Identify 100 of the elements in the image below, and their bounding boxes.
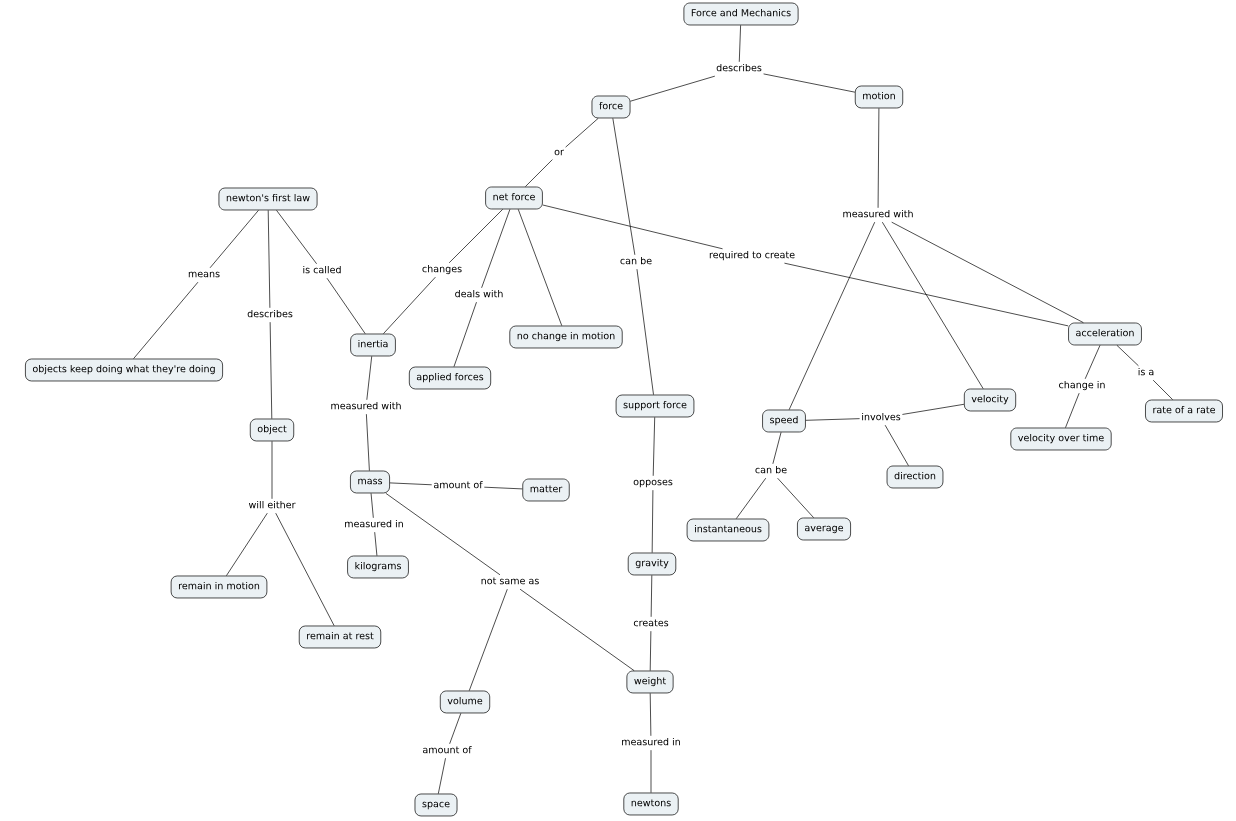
connector-line <box>519 588 635 671</box>
concept-box: gravity <box>627 552 677 576</box>
connector-line <box>468 588 508 691</box>
linking-phrase: not same as <box>479 575 541 589</box>
connector-line <box>630 75 716 102</box>
concept-box: acceleration <box>1068 322 1142 346</box>
connector-line <box>1065 392 1080 428</box>
connector-line <box>784 262 1069 327</box>
concept-box: no change in motion <box>509 325 623 349</box>
concept-box: average <box>797 517 851 541</box>
connector-line <box>276 210 317 265</box>
connector-line <box>448 209 503 264</box>
connector-line <box>271 441 273 500</box>
linking-phrase: describes <box>714 62 764 76</box>
concept-box: velocity over time <box>1010 427 1112 451</box>
concept-box: direction <box>886 465 944 489</box>
connector-line <box>788 221 876 410</box>
connector-line <box>612 118 636 256</box>
linking-phrase: involves <box>859 411 903 425</box>
concept-box: speed <box>762 409 806 433</box>
connector-line <box>777 477 814 518</box>
connector-line <box>877 108 880 209</box>
linking-phrase: amount of <box>431 479 485 493</box>
connector-line <box>525 159 553 187</box>
concept-box: applied forces <box>408 366 492 390</box>
connector-line <box>483 486 523 490</box>
connector-line <box>366 356 373 401</box>
connector-line <box>366 413 370 471</box>
connector-line <box>891 221 1084 323</box>
connector-line <box>1116 345 1139 367</box>
concept-box: remain at rest <box>298 625 382 649</box>
concept-box: newtons <box>623 792 679 816</box>
connector-line <box>383 276 436 334</box>
connector-line <box>772 432 782 465</box>
connector-line <box>763 73 856 93</box>
concept-box: force <box>591 95 631 119</box>
connector-line <box>738 25 741 63</box>
linking-phrase: will either <box>247 499 297 513</box>
connector-line <box>649 630 652 671</box>
connector-line <box>517 209 563 326</box>
connector-line <box>449 713 462 745</box>
linking-phrase: deals with <box>453 288 505 302</box>
linking-phrase: changes <box>420 263 464 277</box>
connector-line <box>902 403 965 415</box>
linking-phrase: measured with <box>328 400 404 414</box>
linking-phrase: creates <box>631 617 671 631</box>
linking-phrase: is a <box>1136 366 1156 380</box>
connector-line <box>269 321 273 419</box>
connector-line <box>437 757 446 794</box>
linking-phrase: describes <box>245 308 295 322</box>
linking-phrase: means <box>186 268 222 282</box>
connector-line <box>651 489 654 553</box>
concept-box: weight <box>626 670 674 694</box>
connector-line <box>1084 345 1101 380</box>
linking-phrase: change in <box>1057 379 1107 393</box>
concept-box: instantaneous <box>686 518 770 542</box>
concept-box: velocity <box>963 388 1017 412</box>
linking-phrase: measured with <box>840 208 916 222</box>
linking-phrase: can be <box>618 255 654 269</box>
connector-line <box>209 210 259 269</box>
concept-box: support force <box>615 394 695 418</box>
concept-box: objects keep doing what they're doing <box>25 358 223 382</box>
concept-box: inertia <box>350 333 396 357</box>
linking-phrase: required to create <box>707 249 797 263</box>
linking-phrase: can be <box>753 464 789 478</box>
concept-box: object <box>249 418 295 442</box>
linking-phrase: amount of <box>420 744 474 758</box>
concept-box: rate of a rate <box>1145 399 1223 423</box>
connector-line <box>370 493 374 519</box>
connector-line <box>326 277 366 334</box>
connector-line <box>226 512 268 576</box>
connector-line <box>267 210 271 309</box>
concept-box: motion <box>854 85 904 109</box>
concept-box: kilograms <box>347 555 409 579</box>
connector-line <box>650 749 652 793</box>
linking-phrase: is called <box>300 264 344 278</box>
connector-line <box>389 482 433 486</box>
linking-phrase: opposes <box>631 476 675 490</box>
linking-phrase: measured in <box>619 736 683 750</box>
connector-line <box>275 512 335 626</box>
connector-line <box>133 281 199 359</box>
linking-phrase: measured in <box>342 518 406 532</box>
concept-box: volume <box>439 690 491 714</box>
concept-box: newton's first law <box>218 187 318 211</box>
connector-line <box>884 424 909 466</box>
connector-line <box>636 268 654 395</box>
concept-box: mass <box>350 470 390 494</box>
connector-line <box>882 221 984 389</box>
connector-line <box>1152 379 1173 400</box>
concept-box: matter <box>522 478 570 502</box>
connector-line <box>542 204 723 250</box>
concept-box: Force and Mechanics <box>683 2 799 26</box>
connector-line <box>650 575 653 618</box>
connector-line <box>453 301 477 367</box>
concept-box: space <box>414 793 458 817</box>
connector-line <box>735 477 767 519</box>
connector-line <box>805 418 860 421</box>
connector-line <box>385 493 501 576</box>
connector-line <box>374 531 378 556</box>
connector-line <box>565 118 599 148</box>
